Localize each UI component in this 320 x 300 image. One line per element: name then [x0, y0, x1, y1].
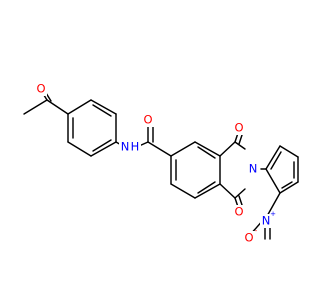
bond-right-ring-inner-3 — [281, 181, 293, 189]
bond-left-ring-inner-2 — [92, 139, 112, 152]
bond-acetyl-ring — [46, 99, 69, 115]
atom-o-imide-top: O — [234, 121, 243, 135]
atom-o-imide-bottom: O — [234, 205, 243, 219]
atom-mask-h-amide — [130, 140, 141, 154]
bond-right-ring-4 — [279, 181, 299, 194]
atom-o-amide: O — [143, 113, 152, 127]
atom-n-amide: N — [121, 140, 130, 154]
bond-imide-bottom-1 — [219, 183, 236, 199]
molecule-diagram: O N H O O N O N + O - — [23, 81, 299, 245]
atom-mask-n-imide — [247, 162, 260, 176]
structure-svg: O N H O O N O N + O - — [23, 82, 299, 245]
bond-left-ring-2 — [67, 141, 92, 157]
atom-mask-n-amide — [119, 140, 132, 154]
bond-left-ring-6 — [67, 99, 92, 115]
bond-right-ring-1 — [265, 145, 281, 170]
bond-imide-top-1 — [219, 141, 236, 157]
bond-center-ring-3 — [194, 183, 221, 199]
charge-nitro-minus: - — [255, 227, 258, 235]
atom-h-amide: H — [131, 140, 140, 154]
bond-left-ring-inner-3 — [92, 104, 112, 117]
atom-mask-o-imide-bottom — [233, 205, 245, 219]
bond-ring-to-nitro — [265, 192, 281, 219]
bond-center-ring-2 — [170, 183, 196, 199]
bond-imide-bottom-2 — [234, 188, 246, 199]
atom-mask-o-nitro — [243, 231, 255, 245]
atom-mask-o-acetyl — [35, 82, 47, 96]
bond-layer — [23, 91, 299, 240]
bond-acetyl-methyl — [23, 99, 48, 115]
atom-n-nitro: N — [262, 214, 271, 228]
bond-imide-top-carbonyl-2 — [238, 134, 243, 145]
bond-left-ring-3 — [90, 141, 117, 157]
bond-right-ring-2 — [279, 145, 299, 158]
charge-nitro-plus: + — [270, 210, 276, 218]
bond-center-ring-inner-2 — [197, 181, 216, 194]
bond-imide-bottom-carbonyl-2 — [238, 195, 243, 206]
bond-center-ring-inner-3 — [197, 146, 216, 159]
atom-mask-n-nitro — [260, 214, 273, 228]
bond-imide-top-2 — [234, 141, 246, 150]
label-layer: O N H O O N O N + O - — [35, 82, 276, 245]
bond-center-ring-6 — [170, 141, 196, 157]
atom-o-nitro: O — [244, 231, 253, 245]
bond-right-ring-5 — [265, 168, 281, 194]
atom-mask-o-imide-top — [233, 121, 245, 135]
atom-o-acetyl: O — [36, 82, 45, 96]
atom-n-imide: N — [249, 162, 258, 176]
bond-amide-to-ring — [147, 141, 172, 157]
bond-right-ring-inner-1 — [270, 151, 282, 170]
atom-mask-o-amide — [142, 113, 154, 127]
bond-center-ring-5 — [194, 141, 221, 157]
bond-left-ring-5 — [90, 99, 117, 115]
